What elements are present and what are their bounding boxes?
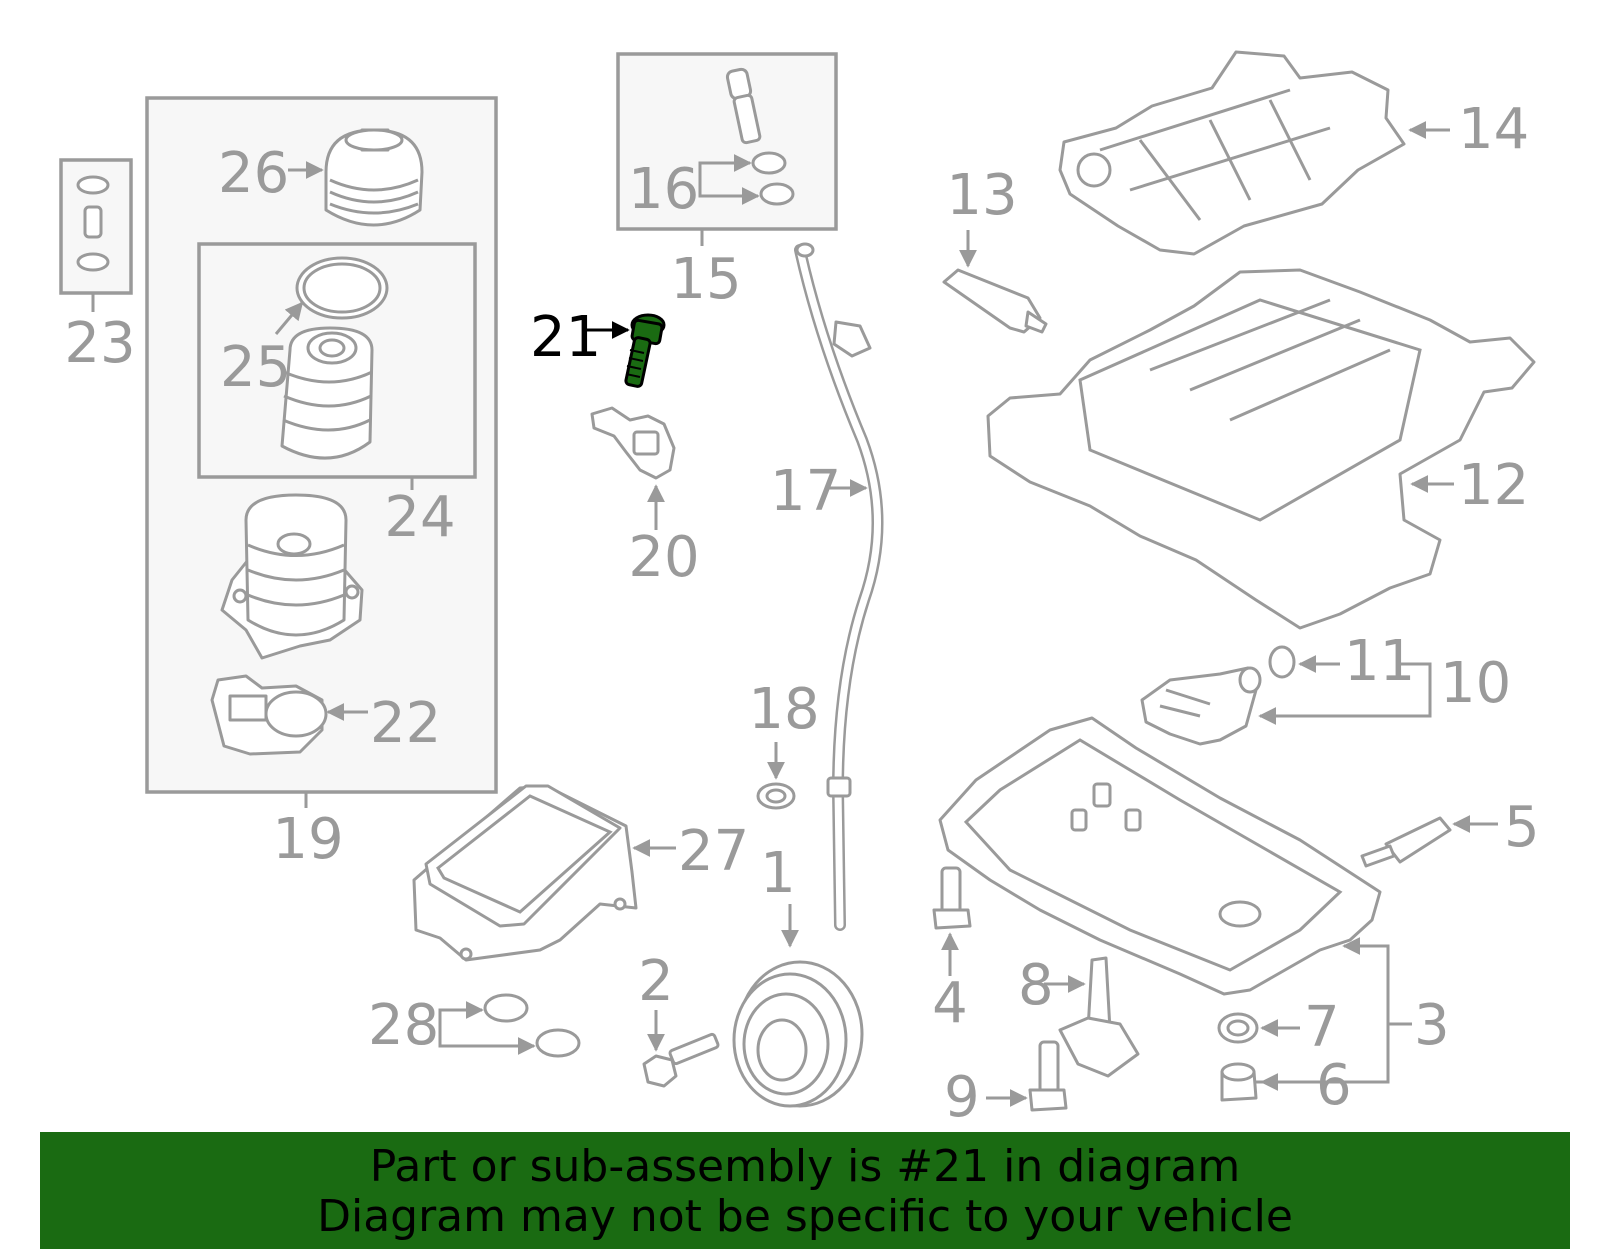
callout-12: 12 xyxy=(1458,453,1529,518)
callout-19: 19 xyxy=(272,807,343,872)
part-9-bolt xyxy=(986,1040,1068,1112)
callout-2: 2 xyxy=(638,949,674,1014)
callout-5: 5 xyxy=(1504,795,1540,860)
callout-25: 25 xyxy=(220,335,291,400)
part-25-seal-ring xyxy=(274,256,389,335)
callout-14: 14 xyxy=(1458,97,1529,162)
banner-line-1: Part or sub-assembly is #21 in diagram xyxy=(369,1141,1241,1192)
part-12-upper-oil-pan xyxy=(986,268,1536,630)
part-1-pulley xyxy=(732,904,864,1108)
part-28-washers xyxy=(438,993,581,1058)
callout-28: 28 xyxy=(368,993,439,1058)
callout-6: 6 xyxy=(1316,1053,1352,1118)
part-13-sealant-tube xyxy=(942,230,1048,334)
part-8-oil-sensor xyxy=(1044,956,1140,1078)
part-2-bolt xyxy=(642,1010,720,1088)
callout-11: 11 xyxy=(1344,629,1415,694)
part-14-baffle-plate xyxy=(1058,50,1450,256)
part-4-bolt xyxy=(932,866,972,976)
callout-26: 26 xyxy=(218,141,289,206)
callout-16: 16 xyxy=(628,157,699,222)
part-19-filter-housing xyxy=(220,493,364,808)
part-20-bracket xyxy=(590,406,676,530)
part-16-washers xyxy=(698,151,795,206)
callout-7: 7 xyxy=(1304,995,1340,1060)
part-24-filter-element xyxy=(280,326,414,490)
part-7-washer xyxy=(1217,1012,1300,1044)
callout-4: 4 xyxy=(932,971,968,1036)
callout-23: 23 xyxy=(64,311,135,376)
banner-line-2: Diagram may not be specific to your vehi… xyxy=(317,1191,1293,1242)
part-11-o-ring xyxy=(1268,645,1430,679)
callout-27: 27 xyxy=(678,819,749,884)
part-15-bolt xyxy=(700,67,762,246)
part-6-drain-plug xyxy=(1220,1062,1300,1102)
callout-22: 22 xyxy=(370,691,441,756)
callout-21: 21 xyxy=(530,305,601,370)
part-23-kit xyxy=(76,175,110,312)
part-22-gasket xyxy=(210,674,368,756)
callout-15: 15 xyxy=(670,247,741,312)
group-box-15 xyxy=(616,52,838,231)
callout-24: 24 xyxy=(384,485,455,550)
part-5-sealant-tube xyxy=(1360,815,1498,868)
callout-18: 18 xyxy=(748,677,819,742)
callout-8: 8 xyxy=(1018,953,1054,1018)
part-21-bolt xyxy=(582,313,666,388)
part-26-filter-cap xyxy=(288,128,424,227)
callout-3: 3 xyxy=(1414,993,1450,1058)
highlight-banner: Part or sub-assembly is #21 in diagram D… xyxy=(40,1132,1570,1249)
callout-9: 9 xyxy=(944,1065,980,1130)
part-3-lower-oil-pan xyxy=(938,716,1412,1084)
part-27-oil-cooler xyxy=(412,784,676,962)
callout-20: 20 xyxy=(628,525,699,590)
callout-10: 10 xyxy=(1440,651,1511,716)
callout-1: 1 xyxy=(760,841,796,906)
part-17-dipstick-tube xyxy=(794,242,884,931)
part-18-washer xyxy=(756,742,796,810)
callout-17: 17 xyxy=(770,459,841,524)
callout-13: 13 xyxy=(946,163,1017,228)
